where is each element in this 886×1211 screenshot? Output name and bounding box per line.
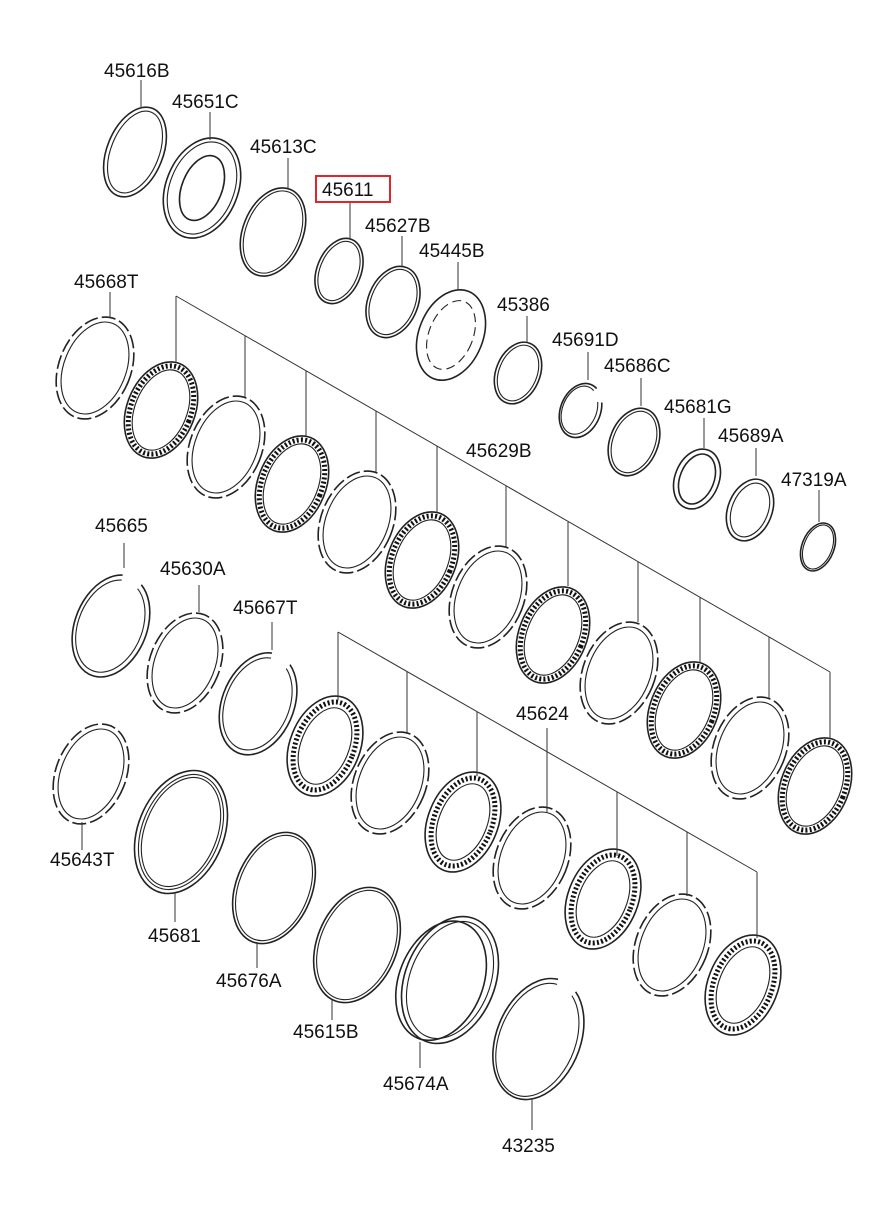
part-45689A[interactable] xyxy=(718,448,783,548)
label-45624[interactable]: 45624 xyxy=(516,704,569,725)
label-45681G[interactable]: 45681G xyxy=(664,397,732,418)
part-47319A[interactable] xyxy=(794,490,842,576)
part-45386[interactable] xyxy=(486,316,551,411)
label-45615B[interactable]: 45615B xyxy=(293,1022,359,1043)
part-45676A[interactable] xyxy=(217,820,331,968)
part-45616B[interactable] xyxy=(91,80,178,206)
clutch-pack-upper xyxy=(123,361,853,835)
label-45691D[interactable]: 45691D xyxy=(552,330,619,351)
highlight-box xyxy=(315,175,391,203)
part-45615B[interactable] xyxy=(297,874,416,1020)
part-45668T[interactable] xyxy=(42,292,148,431)
part-45613C[interactable] xyxy=(228,158,318,286)
label-45445B[interactable]: 45445B xyxy=(419,241,485,262)
leader-bracket-upper xyxy=(175,295,831,738)
label-45686C[interactable]: 45686C xyxy=(604,356,671,377)
label-45689A[interactable]: 45689A xyxy=(718,426,784,447)
label-45667T[interactable]: 45667T xyxy=(233,598,298,619)
part-45667T[interactable] xyxy=(205,622,311,766)
part-45611[interactable] xyxy=(306,202,372,311)
label-45613C[interactable]: 45613C xyxy=(250,137,317,158)
part-45630A[interactable] xyxy=(133,585,237,724)
label-45630A[interactable]: 45630A xyxy=(160,559,226,580)
label-45629B[interactable]: 45629B xyxy=(466,441,532,462)
part-45681[interactable] xyxy=(117,757,245,922)
label-45676A[interactable]: 45676A xyxy=(216,971,282,992)
part-45627B[interactable] xyxy=(356,236,430,346)
part-45665[interactable] xyxy=(58,543,164,689)
part-45445B[interactable] xyxy=(404,262,499,391)
label-45674A[interactable]: 45674A xyxy=(383,1074,449,1095)
part-45686C[interactable] xyxy=(599,378,670,483)
leader-bracket-lower xyxy=(337,631,758,938)
label-45616B[interactable]: 45616B xyxy=(104,61,170,82)
label-45611[interactable]: 45611 xyxy=(322,180,373,201)
label-45665[interactable]: 45665 xyxy=(95,516,148,537)
label-45668T[interactable]: 45668T xyxy=(74,272,139,293)
label-45681[interactable]: 45681 xyxy=(148,926,201,947)
part-45681G[interactable] xyxy=(665,418,729,516)
part-45674A[interactable] xyxy=(379,900,517,1068)
label-43235[interactable]: 43235 xyxy=(502,1136,555,1157)
part-45651C[interactable] xyxy=(149,112,255,250)
label-45386[interactable]: 45386 xyxy=(497,295,550,316)
label-47319A[interactable]: 47319A xyxy=(781,470,847,491)
part-43235[interactable] xyxy=(476,965,601,1130)
label-45643T[interactable]: 45643T xyxy=(50,850,115,871)
label-45651C[interactable]: 45651C xyxy=(172,92,239,113)
clutch-pack-lower xyxy=(286,695,782,1036)
part-45691D[interactable] xyxy=(551,352,609,444)
part-labels: 45616B 45651C 45613C 45611 45627B 45445B… xyxy=(50,61,847,1157)
part-45643T[interactable] xyxy=(39,713,143,850)
label-45627B[interactable]: 45627B xyxy=(365,216,431,237)
